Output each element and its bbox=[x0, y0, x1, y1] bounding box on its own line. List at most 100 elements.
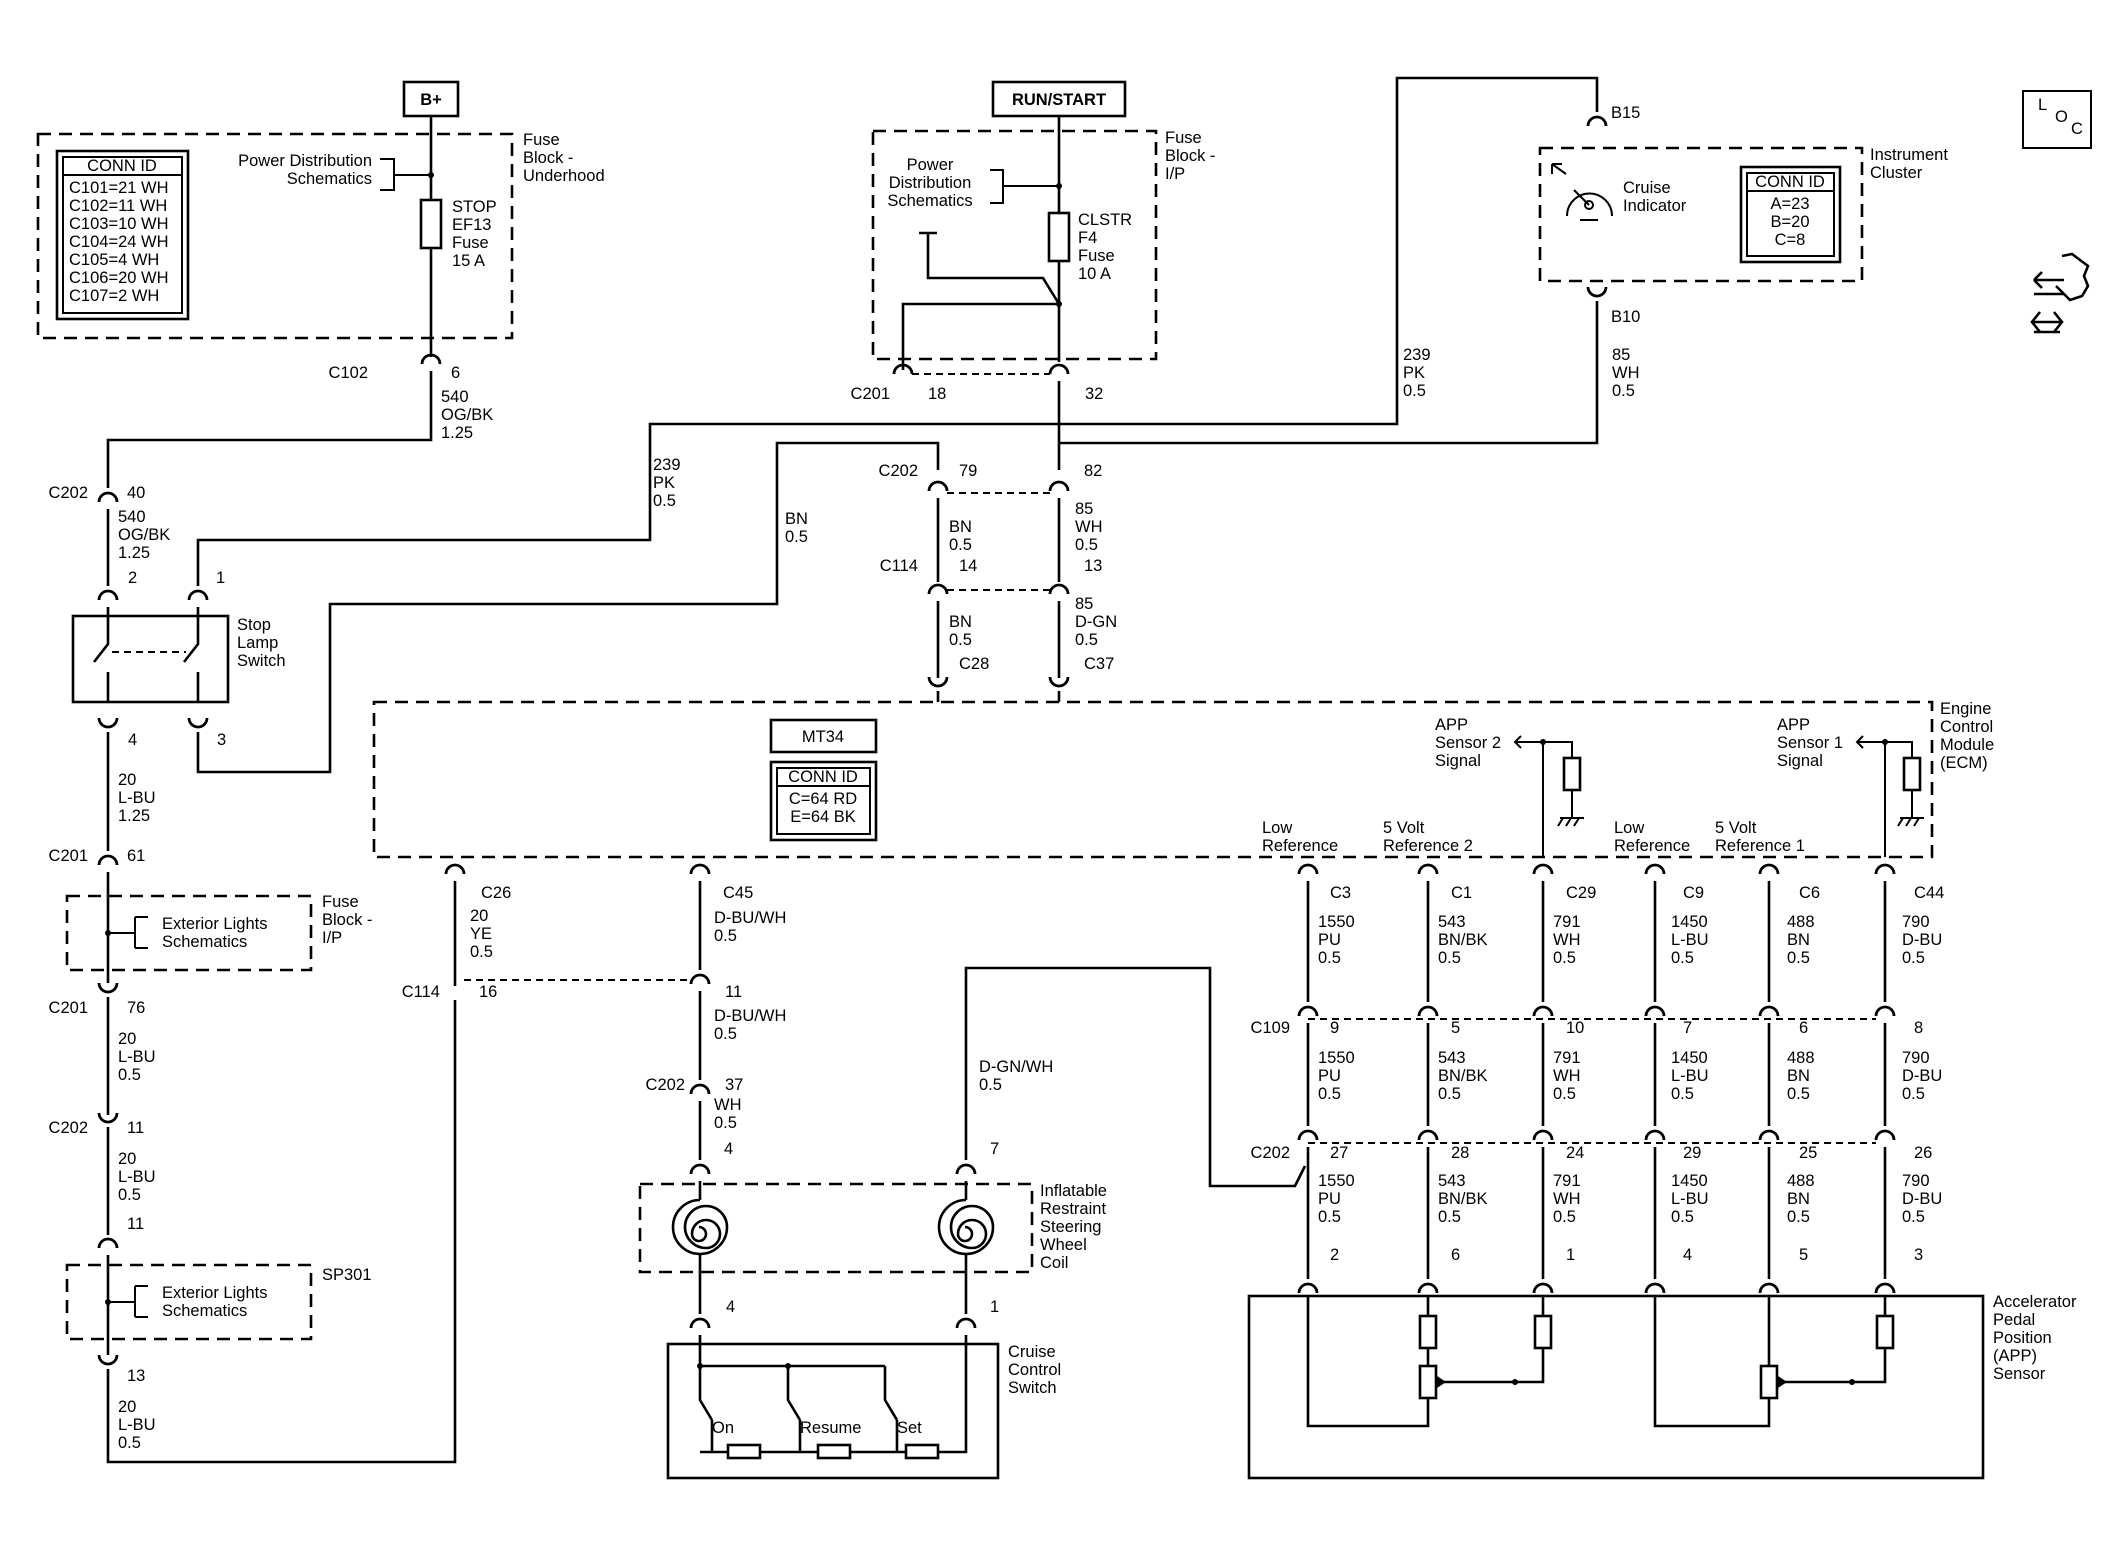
wire-label: 32 bbox=[1085, 385, 1103, 403]
wire-label: C114 bbox=[402, 983, 440, 1001]
app1-label-1: APP bbox=[1777, 716, 1810, 734]
ext-lights-label-2: Schematics bbox=[162, 933, 247, 951]
loc-o: O bbox=[2055, 108, 2068, 126]
conn-id-row: C105=4 WH bbox=[69, 251, 159, 269]
wire-label: 791 bbox=[1553, 913, 1581, 931]
pds-ip-2: Distribution bbox=[889, 174, 972, 192]
conn-id-row: E=64 BK bbox=[790, 808, 856, 826]
conn-id-row: C106=20 WH bbox=[69, 269, 169, 287]
conn-id-title: CONN ID bbox=[87, 157, 157, 175]
wire-label: 28 bbox=[1451, 1144, 1469, 1162]
wire-label: BN/BK bbox=[1438, 931, 1488, 949]
switch-on-label: On bbox=[712, 1419, 734, 1437]
wire-label: 1.25 bbox=[118, 544, 150, 562]
wire-label: L-BU bbox=[1671, 1067, 1709, 1085]
cruise-indicator-label-2: Indicator bbox=[1623, 197, 1687, 215]
wire-label: PU bbox=[1318, 931, 1341, 949]
fuse-rating-ip: 10 A bbox=[1078, 265, 1111, 283]
wire-label: 20 bbox=[118, 1398, 136, 1416]
wire-label: L-BU bbox=[118, 1168, 156, 1186]
location-icon: L O C bbox=[2022, 90, 2092, 149]
switch-resume-label: Resume bbox=[800, 1419, 861, 1437]
wire-label: 0.5 bbox=[1902, 949, 1925, 967]
fuse-rating-label: 15 A bbox=[452, 252, 485, 270]
wire-label: C202 bbox=[49, 484, 88, 502]
wire-label: 4 bbox=[128, 731, 137, 749]
wire-label: 0.5 bbox=[1671, 1085, 1694, 1103]
wire-label: 3 bbox=[1914, 1246, 1923, 1264]
wire-label: WH bbox=[1075, 518, 1103, 536]
exterior-lights-splice: SP301 Exterior Lights Schematics bbox=[65, 1263, 372, 1341]
wire-label: D-BU bbox=[1902, 1190, 1942, 1208]
stop-lamp-label-2: Lamp bbox=[237, 634, 278, 652]
stop-lamp-switch: Stop Lamp Switch bbox=[71, 607, 286, 704]
conn-id-row: C101=21 WH bbox=[69, 179, 169, 197]
cruise-control-switch: Cruise Control Switch On Resume Set bbox=[666, 1335, 1061, 1480]
wire-label: C202 bbox=[1251, 1144, 1290, 1162]
wire-label: 0.5 bbox=[979, 1076, 1002, 1094]
vehicle-navigation-icon bbox=[2030, 252, 2090, 334]
wire-label: 85 bbox=[1075, 500, 1093, 518]
wire-label: 0.5 bbox=[1438, 1208, 1461, 1226]
wire-label: C6 bbox=[1799, 884, 1820, 902]
conn-id-table-cluster: CONN ID A=23 B=20 C=8 bbox=[1739, 165, 1842, 264]
wire-label: 2 bbox=[128, 569, 137, 587]
pin-b10: B10 bbox=[1611, 308, 1640, 326]
conn-id-title: CONN ID bbox=[788, 768, 858, 786]
wire-label: C202 bbox=[879, 462, 918, 480]
wire-label: 0.5 bbox=[118, 1186, 141, 1204]
conn-id-row: C102=11 WH bbox=[69, 197, 167, 215]
ecm-title-2: Control bbox=[1940, 718, 1993, 736]
wire-label: L-BU bbox=[118, 789, 156, 807]
wire-label: 37 bbox=[725, 1076, 743, 1094]
wire-label: 0.5 bbox=[1553, 1085, 1576, 1103]
wire-label: 1550 bbox=[1318, 1172, 1355, 1190]
wire-label: C37 bbox=[1084, 655, 1114, 673]
wire-label: BN bbox=[1787, 1190, 1810, 1208]
wire-label: 0.5 bbox=[1671, 949, 1694, 967]
wire-label: 540 bbox=[118, 508, 146, 526]
wire-label: 4 bbox=[1683, 1246, 1692, 1264]
wire-label: 1 bbox=[990, 1298, 999, 1316]
runstart-label: RUN/START bbox=[1012, 91, 1106, 109]
wire-label: 0.5 bbox=[1902, 1085, 1925, 1103]
fuse-type-label-ip: Fuse bbox=[1078, 247, 1115, 265]
wire-label: BN bbox=[1787, 931, 1810, 949]
ecm-title-3: Module bbox=[1940, 736, 1994, 754]
wire-label: D-BU bbox=[1902, 1067, 1942, 1085]
wire-label: 0.5 bbox=[714, 1025, 737, 1043]
conn-id-table-underhood: CONN ID C101=21 WH C102=11 WH C103=10 WH… bbox=[55, 149, 190, 321]
wire-label: 0.5 bbox=[785, 528, 808, 546]
fuse-f4-label: F4 bbox=[1078, 229, 1097, 247]
wire-label: WH bbox=[714, 1096, 742, 1114]
wire-label: 239 bbox=[1403, 346, 1431, 364]
app2-label-1: APP bbox=[1435, 716, 1468, 734]
fuse-ef13-label: EF13 bbox=[452, 216, 491, 234]
conn-id-row: C=64 RD bbox=[789, 790, 857, 808]
wire-label: 85 bbox=[1075, 595, 1093, 613]
wire-label: 543 bbox=[1438, 913, 1466, 931]
wire-label: C26 bbox=[481, 884, 511, 902]
pds-label-1: Power Distribution bbox=[238, 152, 372, 170]
wire-label: 0.5 bbox=[1902, 1208, 1925, 1226]
wire-label: 1550 bbox=[1318, 1049, 1355, 1067]
app-sensor-label-2: Pedal bbox=[1993, 1311, 2035, 1329]
ecm-title-1: Engine bbox=[1940, 700, 1991, 718]
stop-lamp-label-3: Switch bbox=[237, 652, 286, 670]
cruise-switch-title-3: Switch bbox=[1008, 1379, 1057, 1397]
wire-label: 0.5 bbox=[1318, 1208, 1341, 1226]
wire-label: C28 bbox=[959, 655, 989, 673]
engine-control-module: Engine Control Module (ECM) MT34 CONN ID… bbox=[372, 700, 1994, 859]
coil-label-4: Wheel bbox=[1040, 1236, 1087, 1254]
steering-wheel-coil: Inflatable Restraint Steering Wheel Coil bbox=[638, 1181, 1107, 1274]
wire-label: 0.5 bbox=[1671, 1208, 1694, 1226]
wire-label: C29 bbox=[1566, 884, 1596, 902]
fuse-block-underhood: Fuse Block - Underhood CONN ID C101=21 W… bbox=[36, 131, 605, 340]
loc-l: L bbox=[2038, 96, 2047, 114]
app-sensor-label-4: (APP) bbox=[1993, 1347, 2037, 1365]
wire-label: 3 bbox=[217, 731, 226, 749]
pin-b15: B15 bbox=[1611, 104, 1640, 122]
wire-label: 0.5 bbox=[1075, 536, 1098, 554]
wire-label: 0.5 bbox=[1612, 382, 1635, 400]
